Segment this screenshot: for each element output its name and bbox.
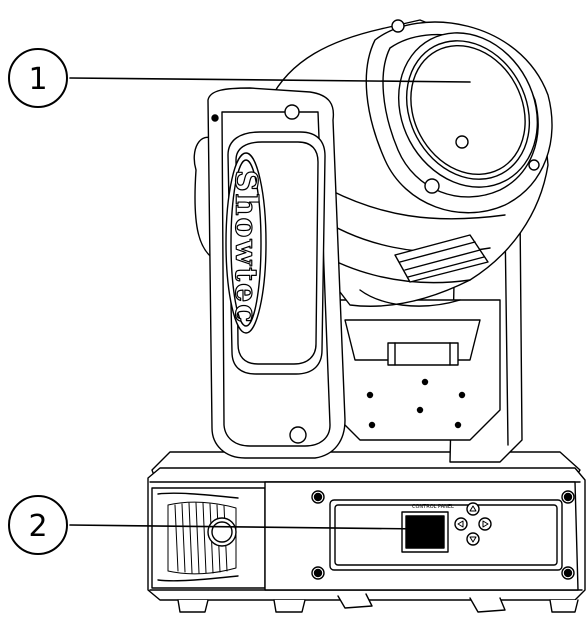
callout-1: 1 <box>8 48 471 108</box>
showtec-logo-text: Showtec <box>228 170 263 325</box>
callout-2: 2 <box>8 495 426 555</box>
callout-2-circle <box>8 495 68 555</box>
yoke-left-arm: Showtec <box>193 87 346 459</box>
callout-1-circle <box>8 48 68 108</box>
yoke-bridge <box>329 299 501 441</box>
callout-1-leader-line <box>69 77 471 83</box>
moving-head <box>269 19 553 307</box>
callout-2-number: 2 <box>28 509 47 544</box>
control-panel-label: CONTROL PANEL <box>412 504 454 510</box>
callout-2-leader-line <box>69 524 426 530</box>
left-button <box>454 517 468 531</box>
down-button <box>466 532 480 546</box>
up-button <box>466 502 480 516</box>
right-button <box>478 517 492 531</box>
callout-1-number: 1 <box>28 62 47 97</box>
lens <box>397 32 539 188</box>
control-panel: CONTROL PANEL <box>401 502 492 553</box>
base-unit <box>147 451 586 613</box>
